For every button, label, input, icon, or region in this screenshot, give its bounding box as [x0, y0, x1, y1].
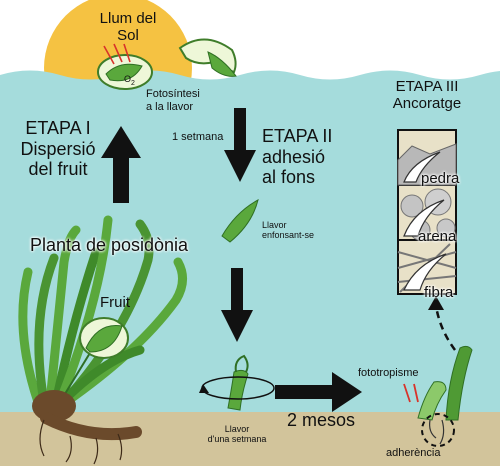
sinking-seed: [221, 199, 259, 243]
stage3-label: ETAPA III Ancoratge: [392, 78, 462, 113]
fruit-label: Fruit: [100, 294, 130, 311]
phototropism-label: fototropisme: [358, 367, 419, 379]
oxygen-symbol: O: [124, 74, 132, 84]
light-arrow: [413, 383, 419, 403]
arrow-down-stage2: [224, 108, 256, 182]
stage2-label: ETAPA II adhesió al fons: [262, 126, 333, 188]
two-months-label: 2 mesos: [286, 410, 356, 430]
sinking-seed-label: Llavor enfonsant-se: [262, 220, 315, 241]
fiber-label: fibra: [424, 284, 454, 301]
week-old-seedling: [199, 354, 275, 411]
fiber-root: [403, 253, 447, 291]
week-old-seed-label: Llavor d'una setmana: [207, 424, 267, 445]
sand-root: [403, 199, 445, 237]
oxygen-label: O2: [124, 74, 135, 88]
sand-label: arena: [418, 228, 457, 245]
one-week-label: 1 setmana: [172, 131, 224, 143]
substrate-panel: [397, 129, 457, 295]
sunlight-label: Llum del Sol: [99, 10, 157, 45]
photosynthesis-seed: [178, 38, 237, 77]
rock-label: pedra: [421, 170, 460, 187]
arrow-up-stage1: [101, 126, 141, 203]
light-arrow: [403, 383, 411, 403]
anchored-seedling: [403, 296, 473, 447]
adherence-label: adherència: [386, 447, 441, 459]
plant-label: Planta de posidònia: [29, 235, 189, 255]
arrow-right-two-months: [275, 372, 362, 412]
adherence-circle: [421, 413, 455, 447]
dashed-arrow-to-panel: [434, 305, 457, 351]
photosynthesis-label: Fotosíntesi a la llavor: [146, 88, 200, 113]
sun-ray-arrow: [113, 43, 123, 63]
sun-ray-arrow: [123, 43, 131, 63]
floating-fruit: [97, 43, 153, 90]
seabed: [0, 412, 500, 466]
sun-ray-arrow: [103, 45, 115, 65]
arrow-down-to-seabed: [221, 268, 253, 342]
oxygen-subscript: 2: [131, 79, 135, 87]
posidonia-plant: [18, 215, 187, 465]
stage1-label: ETAPA I Dispersió del fruit: [20, 118, 96, 180]
